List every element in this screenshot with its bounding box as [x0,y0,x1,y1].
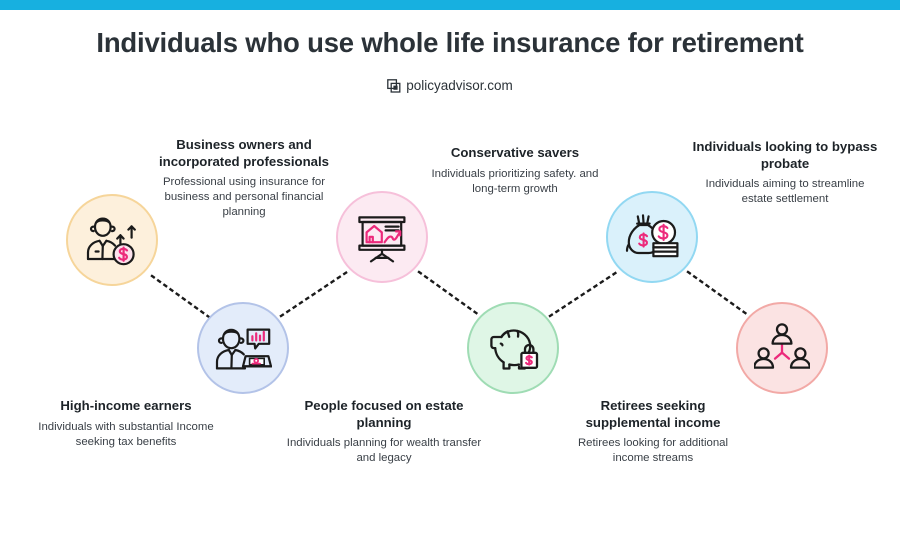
label-description: Retirees looking for additional income s… [577,437,729,465]
icon-circle-high-income-earners[interactable] [197,302,289,394]
icon-circle-bypass-probate[interactable] [606,191,698,283]
connector-5 [686,270,750,317]
label-retirees-supplemental: Retirees seeking supplemental income Ret… [560,398,746,466]
brand-name: policyadvisor.com [406,78,513,93]
label-description: Individuals planning for wealth transfer… [286,437,482,465]
three-people-network-icon [754,321,810,375]
label-heading: Business owners and incorporated profess… [158,137,329,169]
piggy-bank-with-lock-icon [484,322,542,374]
connector-3 [417,270,481,317]
top-accent-bar [0,0,900,10]
label-conservative-savers: Conservative savers Individuals prioriti… [420,145,610,197]
label-heading: High-income earners [60,398,192,413]
icon-circle-estate-planning[interactable] [467,302,559,394]
brand-credit: policyadvisor.com [0,78,900,93]
page-title: Individuals who use whole life insurance… [96,27,804,58]
money-bag-and-coins-icon [623,210,681,264]
label-description: Individuals with substantial Income seek… [38,420,214,448]
label-heading: Conservative savers [450,145,580,160]
label-bypass-probate: Individuals looking to bypass probate In… [690,139,880,207]
policyadvisor-logo-icon [387,78,401,93]
label-description: Individuals prioritizing safety. and lon… [431,167,599,195]
icon-circle-conservative-savers[interactable] [336,191,428,283]
label-heading: Individuals looking to bypass probate [692,139,878,171]
label-estate-planning: People focused on estate planning Indivi… [286,398,482,466]
connector-1 [150,274,211,319]
businessman-with-money-growth-icon [83,213,141,267]
icon-circle-retirees-supplemental[interactable] [736,302,828,394]
connector-4 [548,270,619,318]
icon-circle-business-owners[interactable] [66,194,158,286]
presentation-board-house-chart-icon [353,210,411,264]
label-high-income-earners: High-income earners Individuals with sub… [22,398,230,450]
connector-2 [279,270,349,318]
professional-with-laptop-chart-icon [214,321,272,375]
label-heading: Retirees seeking supplemental income [585,398,721,430]
label-description: Individuals aiming to streamline estate … [705,178,865,206]
label-business-owners: Business owners and incorporated profess… [150,137,338,220]
label-heading: People focused on estate planning [304,398,464,430]
label-description: Professional using insurance for busines… [162,176,326,219]
